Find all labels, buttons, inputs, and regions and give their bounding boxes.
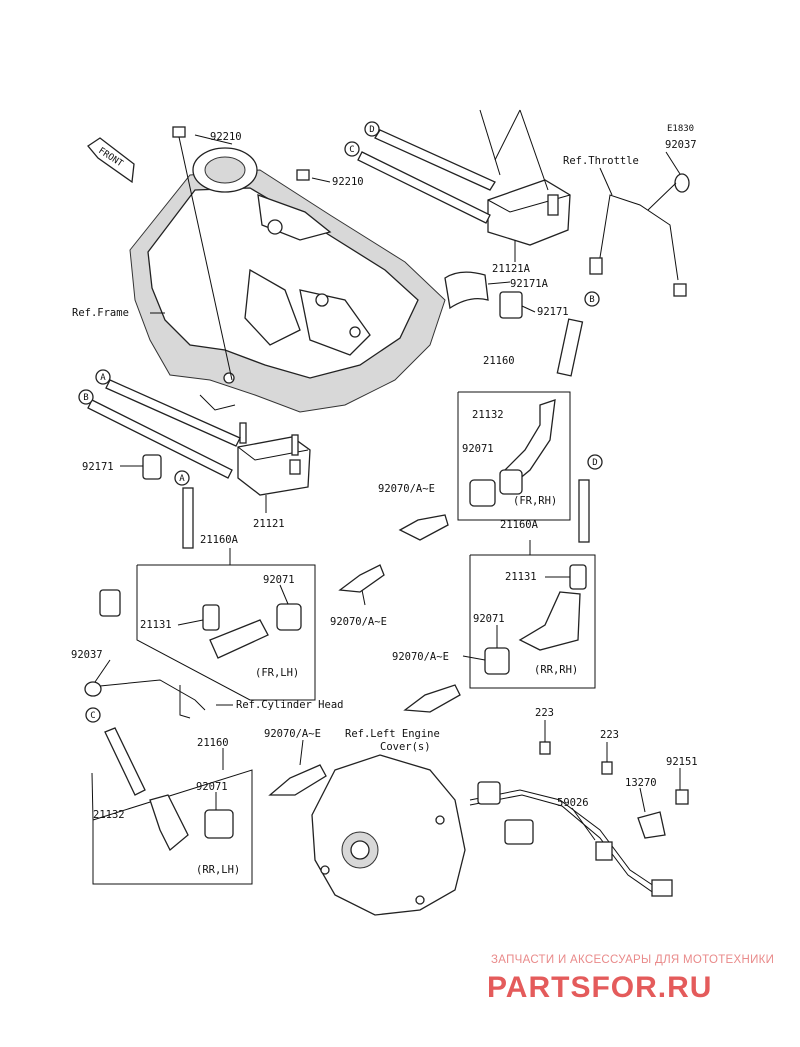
part-label: 92071: [473, 613, 505, 625]
part-label: 92171A: [510, 278, 549, 290]
part-label: 13270: [625, 777, 657, 789]
throttle-bracket: [589, 173, 690, 297]
lead-21160-fr-rh: [469, 318, 584, 507]
ref-label: Cover(s): [380, 741, 431, 753]
callout-a-left: A: [95, 369, 111, 385]
part-label: 223: [535, 707, 554, 719]
lead-wires-ab: [87, 379, 241, 479]
ref-label: Ref.Cylinder Head: [236, 699, 343, 711]
callout-b-right: B: [584, 291, 600, 307]
ignition-coil-21121A: [487, 179, 571, 246]
part-label: 92171: [537, 306, 569, 318]
lead-21160A-rr-rh: [484, 479, 590, 675]
part-label: 21160: [483, 355, 515, 367]
part-label: 21132: [93, 809, 125, 821]
leader-lines: [91, 134, 681, 841]
part-label: 92070/A~E: [378, 483, 435, 495]
left-engine-cover: [311, 754, 466, 916]
part-label: 92210: [332, 176, 364, 188]
diagram-code: E1830: [667, 124, 694, 134]
part-label: 21160A: [200, 534, 239, 546]
part-label: 92037: [665, 139, 697, 151]
callout-a-lower: A: [174, 470, 190, 486]
svg-text:A: A: [100, 373, 106, 383]
svg-text:D: D: [369, 125, 374, 135]
part-label: 92071: [263, 574, 295, 586]
box-label: (RR,LH): [196, 864, 240, 876]
svg-text:C: C: [349, 145, 354, 155]
box-label: (FR,LH): [255, 667, 299, 679]
part-label: 223: [600, 729, 619, 741]
watermark-brand: PARTSFOR.RU: [487, 971, 712, 1004]
part-label: 92071: [196, 781, 228, 793]
lead-21160A-fr-lh: [182, 487, 302, 659]
part-label: 92070/A~E: [392, 651, 449, 663]
callout-c-top: C: [344, 141, 360, 157]
watermark: ЗАПЧАСТИ И АКСЕССУАРЫ ДЛЯ МОТОТЕХНИКИ PA…: [487, 954, 774, 1004]
clamp-92171-left: [142, 454, 162, 480]
part-label: 21160: [197, 737, 229, 749]
svg-text:D: D: [592, 458, 597, 468]
box-fr-rh: [457, 391, 571, 521]
callout-d-top: D: [364, 121, 380, 137]
part-label: 21132: [472, 409, 504, 421]
part-label: 21121A: [492, 263, 531, 275]
box-fr-lh: [136, 564, 316, 701]
plug-92070-fr-rh: [398, 514, 449, 541]
svg-text:B: B: [83, 393, 88, 403]
clamp-92171-lower: [99, 589, 121, 617]
box-rr-lh: [92, 769, 253, 885]
box-label: (RR,RH): [534, 664, 578, 676]
plug-92070-fr-lh: [338, 564, 385, 593]
watermark-tagline: ЗАПЧАСТИ И АКСЕССУАРЫ ДЛЯ МОТОТЕХНИКИ: [491, 954, 774, 966]
lead-21160-rr-lh: [104, 727, 234, 852]
callout-c-lower: C: [85, 707, 101, 723]
callout-b-left: B: [78, 389, 94, 405]
ignition-coil-21121: [237, 422, 311, 496]
front-arrow-icon: FRONT: [87, 137, 135, 184]
clamp-92171A: [444, 271, 489, 310]
bracket-92037-lower: [84, 679, 206, 719]
svg-text:C: C: [90, 711, 95, 721]
lead-wires-cd: [357, 109, 549, 224]
part-label: 92070/A~E: [264, 728, 321, 740]
plug-92070-rr-lh: [268, 764, 327, 796]
part-label: 21131: [505, 571, 537, 583]
part-label: 92070/A~E: [330, 616, 387, 628]
frame-illustration: [129, 147, 446, 413]
clamp-92171-upper: [499, 291, 523, 319]
ref-label: Ref.Throttle: [563, 155, 639, 167]
part-label: 92037: [71, 649, 103, 661]
part-label: 92210: [210, 131, 242, 143]
part-label: 92151: [666, 756, 698, 768]
bolt-92210-top: [172, 126, 233, 381]
box-label: (FR,RH): [513, 495, 557, 507]
part-labels: 92210 92210 92037 21121A 92171A 92171 21…: [71, 131, 698, 876]
ref-label: Ref.Frame: [72, 307, 129, 319]
wiring-harness-59026: [469, 741, 689, 897]
part-label: 21131: [140, 619, 172, 631]
plug-92070-rr-rh: [403, 684, 461, 713]
part-label: 92071: [462, 443, 494, 455]
part-label: 59026: [557, 797, 589, 809]
box-rr-rh: [469, 554, 596, 689]
part-label: 21121: [253, 518, 285, 530]
ref-label: Ref.Left Engine: [345, 728, 440, 740]
bolt-92210-mid: [296, 169, 310, 181]
part-label: 92171: [82, 461, 114, 473]
part-label: 21160A: [500, 519, 539, 531]
svg-text:B: B: [589, 295, 594, 305]
callout-d-right: D: [587, 454, 603, 470]
svg-text:A: A: [179, 474, 185, 484]
